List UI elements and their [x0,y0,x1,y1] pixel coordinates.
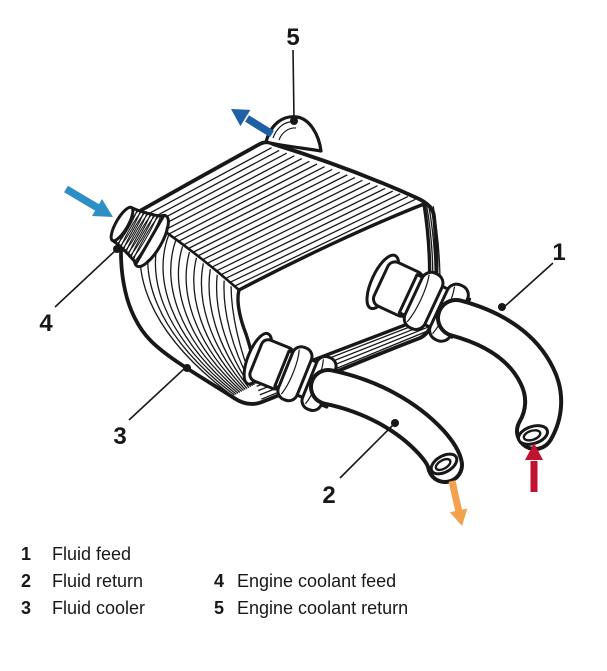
callout-1: 1 [498,239,566,311]
fluid-feed-arrow [525,443,543,492]
legend-item-label: Engine coolant return [237,598,409,618]
callout-number: 5 [286,24,299,51]
callout-3: 3 [113,364,191,450]
hose-open-end [429,452,459,476]
plate-fins-top-face [146,147,416,287]
legend-item-label: Fluid return [52,571,144,591]
callout-2: 2 [322,419,399,509]
legend-item-label: Fluid feed [52,544,132,564]
callout-dot [183,364,191,372]
hose-open-end [516,424,550,446]
engine-coolant-return-arrow [231,109,274,138]
fluid-return-arrow [448,480,468,526]
legend-item-label: Engine coolant feed [237,571,397,591]
callout-4: 4 [39,245,121,337]
callout-dot [113,245,121,253]
legend-item-number: 2 [20,571,31,591]
callout-dot [290,117,298,125]
fluid-feed-hose-assembly [365,253,564,451]
callout-number: 2 [322,482,335,509]
callout-number: 4 [39,310,53,337]
legend-item-number: 4 [213,571,224,591]
callout-5: 5 [286,24,300,125]
legend-item-number: 3 [20,598,31,618]
engine-coolant-feed-arrow [64,185,113,217]
legend-item-label: Fluid cooler [52,598,146,618]
callout-number: 1 [552,239,565,266]
coolant-port-top [264,115,323,153]
coolant-port-left [109,205,170,269]
legend-item-number: 1 [20,544,31,564]
legend-item-number: 5 [213,598,224,618]
callout-number: 3 [113,423,126,450]
port-tip [109,205,135,243]
callout-dot [498,303,506,311]
callout-dot [391,419,399,427]
fluid-return-hose-assembly [242,331,464,484]
